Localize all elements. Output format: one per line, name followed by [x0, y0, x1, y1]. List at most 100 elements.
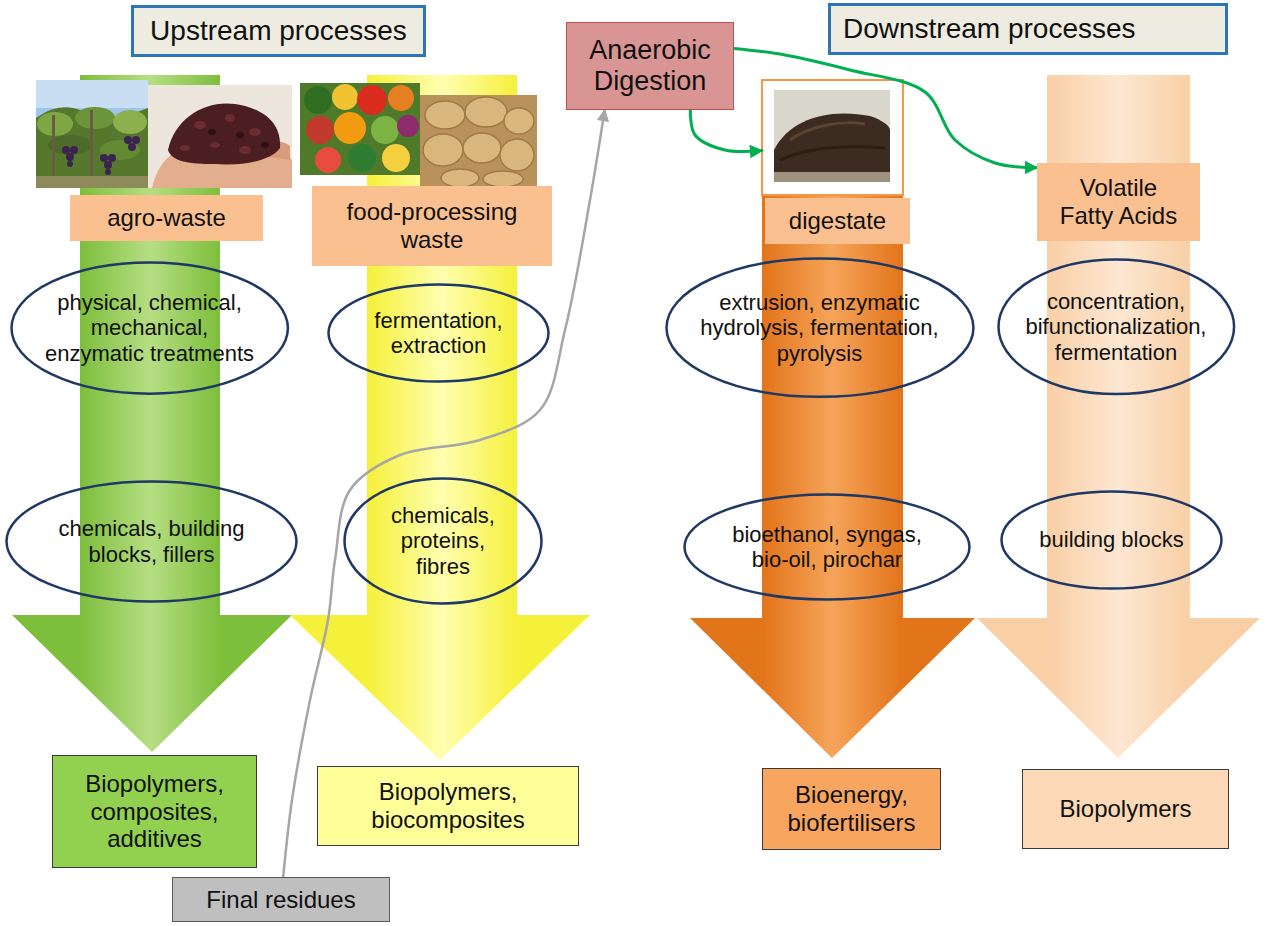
- process-box: Anaerobic Digestion: [566, 22, 734, 110]
- vegetables-photo: [371, 116, 399, 144]
- node-text: Downstream processes: [843, 13, 1136, 45]
- vineyard-photo: [104, 161, 112, 169]
- pomace-photo: [210, 142, 220, 148]
- text-stack: Downstream processes: [843, 13, 1136, 45]
- flow-arrow: [290, 75, 590, 760]
- flow-arrows: [12, 75, 1260, 760]
- node-text: food-processing waste: [332, 198, 532, 253]
- pomace-photo: [180, 145, 190, 151]
- pomace-photo: [225, 114, 235, 122]
- digestate-photo: [762, 80, 903, 195]
- digestate-photo: [790, 123, 865, 140]
- pomace-photo: [208, 129, 269, 148]
- intermediate-label: Volatile Fatty Acids: [1037, 163, 1200, 241]
- vineyard-photo: [113, 110, 147, 134]
- potatoes-photo: [441, 169, 479, 187]
- node-text: chemicals, proteins, fibres: [383, 503, 503, 579]
- ellipse-outline: [998, 260, 1234, 395]
- process-ellipse: physical, chemical, mechanical, enzymati…: [10, 261, 289, 395]
- node-text: Anaerobic Digestion: [574, 35, 726, 97]
- text-stack: Biopolymers: [1059, 795, 1191, 823]
- product-ellipse: bioethanol, syngas, bio-oil, pirochar: [683, 493, 971, 601]
- potatoes-photo: [504, 108, 534, 134]
- node-text: Biopolymers: [1059, 795, 1191, 823]
- vineyard-photo: [100, 154, 108, 162]
- pomace-photo: [168, 103, 280, 164]
- product-ellipse: chemicals, proteins, fibres: [343, 477, 543, 605]
- process-ellipse: extrusion, enzymatic hydrolysis, ferment…: [665, 257, 975, 398]
- text-stack: food-processing waste: [332, 198, 532, 253]
- vineyard-photo: [67, 161, 73, 167]
- digestate-photo: [780, 147, 885, 161]
- vineyard-photo: [124, 136, 132, 144]
- pomace-photo: [239, 146, 251, 154]
- vegetables-photo: [315, 147, 341, 173]
- pomace-photo: [180, 114, 261, 154]
- text-stack: physical, chemical, mechanical, enzymati…: [42, 290, 257, 366]
- text-stack: concentration, bifunctionalization, ferm…: [1016, 289, 1216, 365]
- vegetables-photo: [306, 116, 334, 144]
- vegetables-photo: [334, 112, 366, 144]
- vegetables-photo: [300, 83, 420, 175]
- text-stack: bioethanol, syngas, bio-oil, pirochar: [717, 522, 937, 573]
- pomace-photo: [236, 132, 244, 138]
- ellipse-outline: [1002, 492, 1222, 589]
- flow-arrow: [12, 75, 292, 752]
- vineyard-photo: [36, 80, 148, 108]
- text-stack: Volatile Fatty Acids: [1056, 174, 1181, 229]
- process-ellipse: concentration, bifunctionalization, ferm…: [997, 258, 1236, 396]
- ellipse-outline: [11, 262, 287, 393]
- ellipse-outline: [329, 285, 549, 382]
- potatoes-photo: [420, 95, 537, 188]
- flow-arrow: [690, 80, 975, 758]
- node-text: extrusion, enzymatic hydrolysis, ferment…: [697, 290, 942, 366]
- digestate-photo: [774, 90, 890, 182]
- text-stack: extrusion, enzymatic hydrolysis, ferment…: [697, 290, 942, 366]
- process-ellipse: fermentation, extraction: [327, 283, 550, 383]
- ellipse-outline: [666, 259, 973, 397]
- pomace-photo: [148, 85, 292, 188]
- digestate-photo: [774, 113, 890, 182]
- potatoes-photo: [465, 97, 507, 127]
- section-heading: Upstream processes: [131, 5, 426, 57]
- feedstock-label: food-processing waste: [312, 186, 552, 266]
- text-stack: Final residues: [206, 886, 355, 914]
- pomace-photo: [148, 85, 292, 188]
- pomace-photo: [208, 129, 216, 135]
- text-stack: Biopolymers, biocomposites: [333, 778, 563, 833]
- connector: [734, 48, 1037, 167]
- text-stack: chemicals, proteins, fibres: [383, 503, 503, 579]
- vineyard-photo: [52, 115, 55, 180]
- node-text: building blocks: [1039, 527, 1183, 552]
- output-box: Bioenergy, biofertilisers: [762, 768, 941, 850]
- potatoes-photo: [425, 101, 465, 129]
- flow-arrow: [977, 75, 1260, 758]
- node-text: Final residues: [206, 886, 355, 914]
- pomace-photo: [194, 121, 206, 129]
- potatoes-photo: [483, 171, 523, 187]
- text-stack: building blocks: [1039, 527, 1183, 552]
- section-heading: Downstream processes: [828, 3, 1228, 55]
- output-box: Biopolymers, composites, additives: [52, 755, 257, 868]
- ellipse-outline: [685, 495, 970, 600]
- node-text: Biopolymers, composites, additives: [62, 770, 247, 853]
- text-stack: fermentation, extraction: [369, 308, 509, 359]
- potatoes-photo: [463, 133, 501, 163]
- pomace-photo: [249, 128, 261, 136]
- vineyard-photo: [70, 146, 78, 154]
- node-text: Volatile Fatty Acids: [1056, 174, 1181, 229]
- vegetables-photo: [348, 144, 376, 172]
- feedstock-label: agro-waste: [70, 195, 263, 241]
- potatoes-photo: [420, 95, 537, 188]
- vineyard-photo: [105, 169, 111, 175]
- node-text: physical, chemical, mechanical, enzymati…: [42, 290, 257, 366]
- intermediate-label: digestate: [762, 80, 910, 244]
- vineyard-photo: [36, 176, 148, 188]
- vineyard-photo: [36, 80, 148, 188]
- label-box: digestate: [765, 198, 910, 244]
- node-text: fermentation, extraction: [369, 308, 509, 359]
- text-stack: chemicals, building blocks, fillers: [52, 516, 252, 567]
- output-box: Biopolymers: [1022, 769, 1229, 849]
